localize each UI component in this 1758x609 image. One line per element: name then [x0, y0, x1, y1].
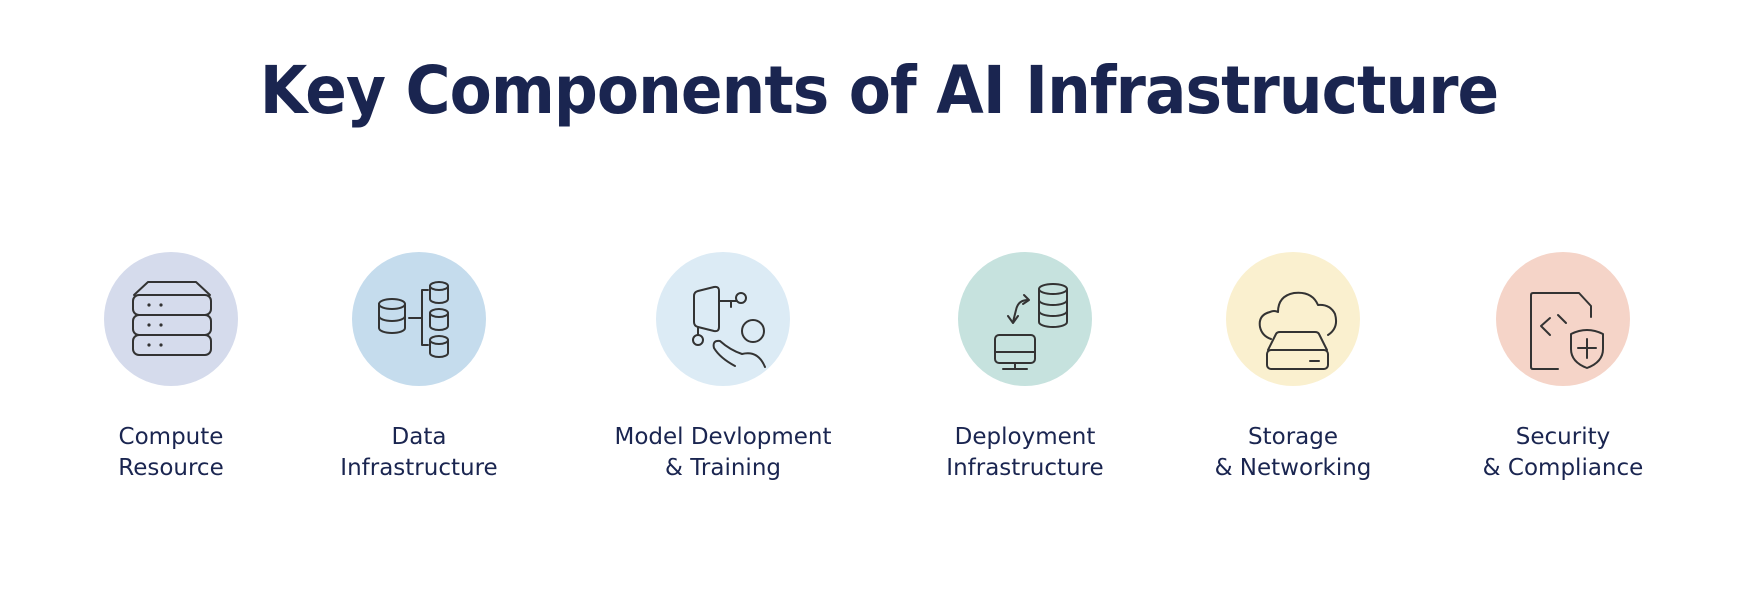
component-data-infrastructure: Data Infrastructure: [289, 252, 549, 484]
cloud-storage-icon: [1258, 291, 1338, 370]
database-hierarchy-icon: [378, 281, 449, 358]
label-line-1: Storage: [1248, 424, 1338, 450]
icon-circle: [656, 252, 790, 386]
model-training-icon: [692, 285, 766, 368]
label-line-2: & Training: [665, 455, 781, 481]
icon-circle: [352, 252, 486, 386]
component-label: Security & Compliance: [1433, 422, 1693, 484]
label-line-2: Resource: [118, 455, 224, 481]
deployment-sync-icon: [994, 283, 1068, 370]
component-label: Storage & Networking: [1163, 422, 1423, 484]
icon-circle: [104, 252, 238, 386]
component-storage-networking: Storage & Networking: [1163, 252, 1423, 484]
label-line-2: & Compliance: [1482, 455, 1644, 481]
secure-code-file-icon: [1530, 292, 1604, 370]
icon-circle: [958, 252, 1092, 386]
label-line-1: Security: [1515, 424, 1611, 450]
component-label: Compute Resource: [41, 422, 301, 484]
label-line-2: Infrastructure: [946, 455, 1104, 481]
label-line-1: Deployment: [954, 424, 1096, 450]
component-model-development: Model Devlopment & Training: [593, 252, 853, 484]
label-line-2: & Networking: [1214, 455, 1372, 481]
component-label: Deployment Infrastructure: [895, 422, 1155, 484]
server-stack-icon: [132, 281, 212, 356]
icon-circle: [1496, 252, 1630, 386]
icon-circle: [1226, 252, 1360, 386]
component-label: Model Devlopment & Training: [593, 422, 853, 484]
label-line-2: Infrastructure: [340, 455, 498, 481]
component-deployment-infrastructure: Deployment Infrastructure: [895, 252, 1155, 484]
label-line-1: Data: [391, 424, 447, 450]
component-label: Data Infrastructure: [289, 422, 549, 484]
page-title: Key Components of AI Infrastructure: [259, 52, 1499, 129]
label-line-1: Compute: [118, 424, 224, 450]
component-compute-resource: Compute Resource: [41, 252, 301, 484]
component-security-compliance: Security & Compliance: [1433, 252, 1693, 484]
label-line-1: Model Devlopment: [614, 424, 832, 450]
